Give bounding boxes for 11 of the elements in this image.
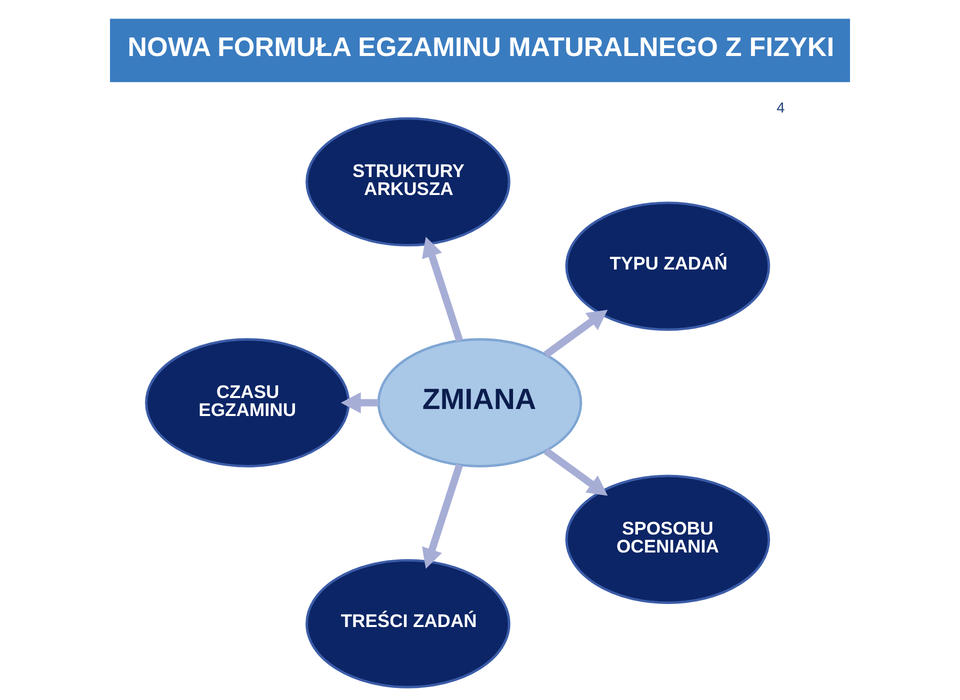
node-ellipse: CZASU EGZAMINU (145, 338, 350, 467)
arrow (422, 463, 464, 568)
arrow (544, 447, 608, 496)
label: 4 (776, 100, 785, 116)
node-ellipse: ZMIANA (377, 338, 582, 467)
node-ellipse: TREŚCI ZADAŃ (306, 558, 510, 688)
node-ellipse: STRUKTURY ARKUSZA (306, 116, 510, 246)
diagram-title: NOWA FORMUŁA EGZAMINU MATURALNEGO Z FIZYKI (128, 32, 834, 62)
arrow (340, 392, 378, 413)
arrow (544, 309, 608, 358)
arrow (422, 236, 464, 342)
